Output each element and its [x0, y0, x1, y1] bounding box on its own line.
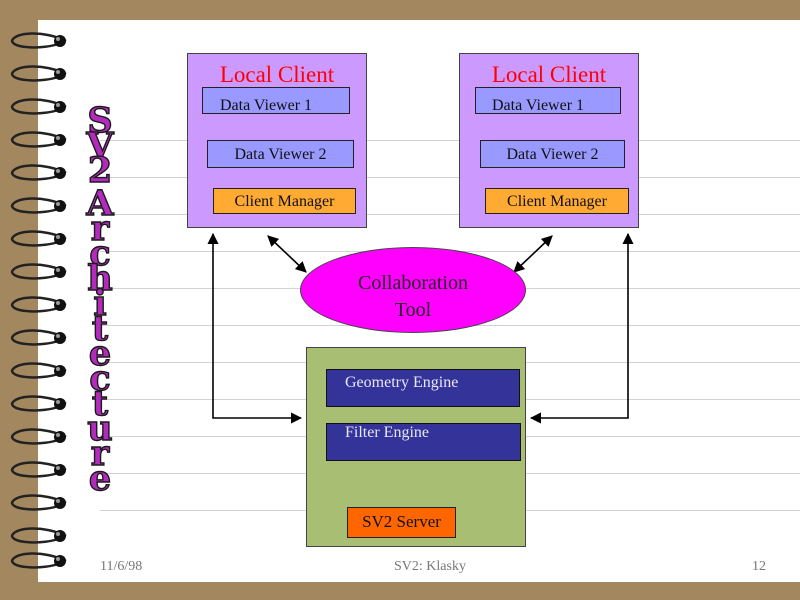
- geometry-engine: Geometry Engine: [326, 369, 520, 407]
- title-glyph: r: [90, 208, 110, 249]
- spiral-ring-icon: [10, 552, 67, 569]
- spiral-ring-icon: [10, 428, 67, 445]
- spiral-ring-icon: [10, 131, 67, 148]
- arrow-client2-collab: [513, 235, 553, 273]
- spiral-ring-icon: [10, 98, 67, 115]
- title-glyph: r: [90, 433, 110, 474]
- spiral-ring-icon: [10, 362, 67, 379]
- spiral-ring-icon: [10, 461, 67, 478]
- title-glyph: t: [91, 308, 109, 349]
- spiral-ring-icon: [10, 494, 67, 511]
- title-glyph: V: [86, 125, 115, 166]
- spiral-ring-icon: [10, 296, 67, 313]
- spiral-ring-icon: [10, 263, 67, 280]
- ruled-line: [100, 214, 800, 215]
- footer-date: 11/6/98: [100, 559, 143, 574]
- title-glyph: t: [91, 383, 109, 424]
- spiral-ring-icon: [10, 65, 67, 82]
- local-client-box: Local Client Data Viewer 1 Data Viewer 2…: [459, 53, 639, 228]
- title-glyph: S: [87, 100, 114, 141]
- collaboration-tool-label-line2: Tool: [394, 299, 432, 321]
- title-glyph: e: [88, 333, 112, 374]
- local-client-box: Local Client Data Viewer 1 Data Viewer 2…: [187, 53, 367, 228]
- footer-center: SV2: Klasky: [394, 559, 466, 574]
- sv2-server-box: Geometry Engine Filter Engine SV2 Server: [306, 347, 526, 547]
- arrow-client1-server: [207, 232, 303, 424]
- local-client-title: Local Client: [219, 62, 335, 87]
- title-glyph: u: [87, 408, 114, 449]
- ruled-line: [100, 177, 800, 178]
- spiral-ring-icon: [10, 32, 67, 49]
- ruled-line: [100, 140, 800, 141]
- title-glyph: i: [93, 283, 108, 324]
- spiral-ring-icon: [10, 329, 67, 346]
- spiral-ring-icon: [10, 230, 67, 247]
- local-client-title: Local Client: [491, 62, 607, 87]
- title-glyph: 2: [87, 150, 113, 191]
- spiral-ring-icon: [10, 527, 67, 544]
- title-glyph: h: [87, 258, 114, 299]
- title-glyph: A: [86, 183, 115, 224]
- data-viewer-1: Data Viewer 1: [202, 87, 350, 114]
- sv2-server-label: SV2 Server: [347, 507, 456, 538]
- client-manager: Client Manager: [485, 188, 629, 214]
- collaboration-tool-label-line1: Collaboration: [358, 272, 468, 294]
- client-manager: Client Manager: [213, 188, 356, 214]
- title-glyph: c: [89, 233, 112, 274]
- title-glyph: e: [88, 458, 112, 499]
- data-viewer-2: Data Viewer 2: [480, 140, 625, 168]
- collaboration-tool: Collaboration Tool: [300, 247, 526, 333]
- data-viewer-1: Data Viewer 1: [475, 87, 621, 114]
- arrow-client2-server: [529, 232, 634, 424]
- arrow-client1-collab: [267, 235, 307, 273]
- title-glyph: c: [89, 358, 112, 399]
- spiral-ring-icon: [10, 395, 67, 412]
- filter-engine: Filter Engine: [326, 423, 521, 461]
- data-viewer-2: Data Viewer 2: [207, 140, 354, 168]
- footer-page-number: 12: [752, 559, 766, 574]
- spiral-ring-icon: [10, 164, 67, 181]
- spiral-ring-icon: [10, 197, 67, 214]
